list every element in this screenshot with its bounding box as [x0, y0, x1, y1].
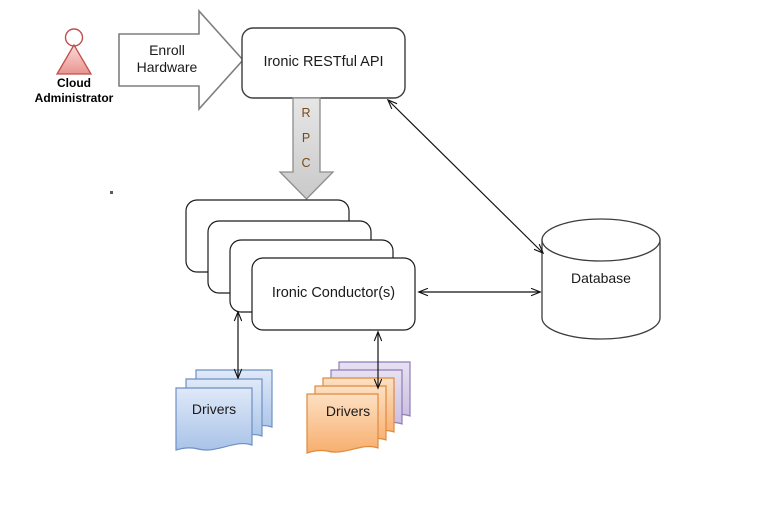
drivers-left-label: Drivers [191, 401, 237, 417]
rpc-arrow [278, 97, 335, 200]
drivers-right-label: Drivers [325, 403, 371, 419]
rpc-letter-p: P [301, 131, 311, 145]
enroll-label-line2: Hardware [136, 59, 198, 76]
rpc-letter-r: R [301, 106, 311, 120]
enroll-hardware-arrow [118, 8, 245, 112]
conductor-stack-front [251, 257, 416, 331]
cloud-administrator-actor [55, 28, 93, 75]
drivers-left-front [175, 387, 253, 451]
ironic-restful-api-label: Ironic RESTful API [263, 54, 384, 70]
drivers-left-stack [175, 369, 273, 451]
enroll-label-line1: Enroll [149, 42, 185, 58]
connector-api-to-database [388, 100, 543, 253]
ironic-conductor-label: Ironic Conductor(s) [271, 285, 396, 301]
actor-label-line1: Cloud [57, 76, 91, 90]
rpc-letter-c: C [301, 156, 311, 170]
ironic-restful-api-box [241, 27, 406, 99]
drivers-right-stack [306, 361, 411, 454]
stray-speck [110, 191, 113, 194]
drivers-right-front [306, 393, 379, 454]
database-cylinder [541, 218, 661, 340]
actor-label-line2: Administrator [34, 90, 114, 105]
ironic-conductor-stack [185, 199, 416, 331]
database-label: Database [571, 270, 631, 286]
